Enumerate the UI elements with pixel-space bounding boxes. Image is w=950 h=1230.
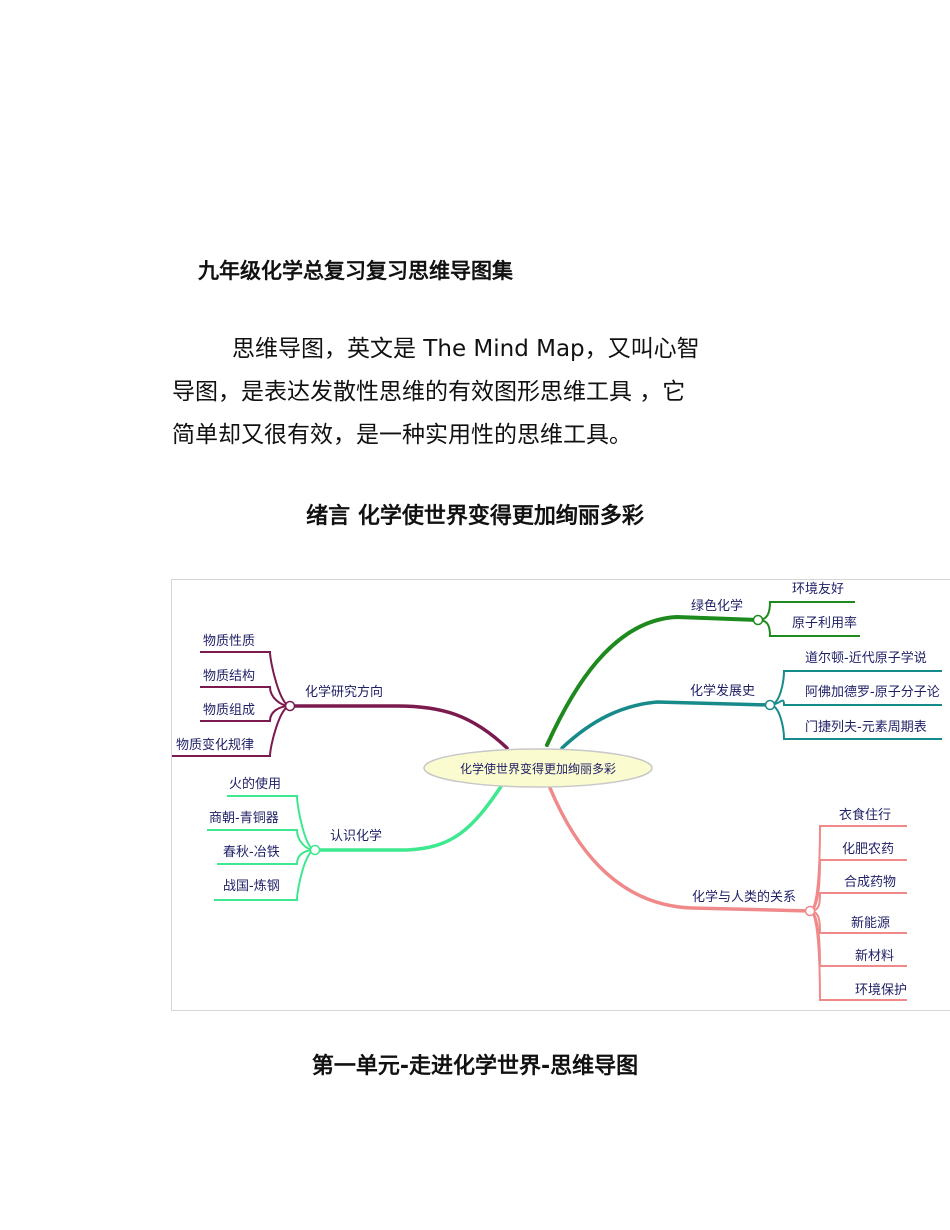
branch-node-circle [752, 614, 764, 626]
leaf-label: 衣食住行 [839, 808, 892, 823]
section-heading-unit-1: 第一单元-走进化学世界-思维导图 [311, 1054, 639, 1079]
mind-map-center-label: 化学使世界变得更加绚丽多彩 [459, 761, 616, 776]
leaf-label: 物质组成 [203, 703, 256, 718]
section-heading-intro: 绪言 化学使世界变得更加绚丽多彩 [306, 504, 644, 529]
leaf-label: 新材料 [855, 949, 895, 964]
mind-map-connectors [172, 601, 942, 1001]
center-node-ellipse [423, 748, 653, 788]
document-title: 九年级化学总复习复习思维导图集 [198, 259, 513, 283]
branch-label-research-direction: 化学研究方向 [305, 685, 384, 700]
leaf-label: 火的使用 [229, 777, 282, 792]
leaf-label: 阿佛加德罗-原子分子论 [805, 685, 940, 700]
intro-line: 简单却又很有效，是一种实用性的思维工具。 [172, 422, 632, 448]
branch-label-human-relations: 化学与人类的关系 [692, 890, 797, 905]
leaf-label: 合成药物 [844, 875, 897, 890]
branch-trunk-human-relations [548, 786, 812, 913]
branch-trunk-green-chemistry [545, 614, 760, 747]
leaf-label: 环境保护 [855, 983, 908, 998]
mind-map: 化学使世界变得更加绚丽多彩 绿色化学 环境友好 原子利用率 化学发展史 道尔顿-… [171, 579, 950, 1011]
leaf-label: 物质结构 [203, 669, 256, 684]
leaf-connector [809, 825, 907, 912]
branch-label-knowing-chemistry: 认识化学 [330, 829, 383, 844]
intro-line: 导图，是表达发散性思维的有效图形思维工具 ，它 [172, 379, 686, 405]
leaf-label: 春秋-冶铁 [223, 845, 280, 860]
leaf-label: 环境友好 [792, 582, 845, 597]
branch-trunk-research-direction [288, 704, 509, 750]
branch-label-green-chemistry: 绿色化学 [691, 599, 744, 614]
leaf-connector [769, 699, 942, 706]
branch-node-circle [309, 844, 321, 856]
leaf-label: 道尔顿-近代原子学说 [805, 651, 927, 666]
leaf-label: 化肥农药 [842, 842, 895, 857]
leaf-label: 物质变化规律 [176, 738, 255, 753]
leaf-label: 物质性质 [203, 634, 256, 649]
leaf-label: 商朝-青铜器 [209, 811, 279, 826]
branch-trunk-knowing-chemistry [313, 783, 504, 852]
branch-trunk-history [560, 700, 772, 750]
leaf-label: 战国-炼钢 [223, 879, 280, 894]
branch-node-circle [284, 700, 296, 712]
branch-node-circle [764, 699, 776, 711]
leaf-connector [809, 892, 907, 912]
branch-label-history: 化学发展史 [690, 684, 756, 699]
intro-line: 思维导图，英文是 The Mind Map，又叫心智 [232, 336, 700, 362]
branch-node-circle [804, 905, 816, 917]
leaf-label: 原子利用率 [792, 616, 858, 631]
intro-paragraph: 思维导图，英文是 The Mind Map，又叫心智 导图，是表达发散性思维的有… [172, 328, 772, 457]
leaf-label: 门捷列夫-元素周期表 [805, 720, 927, 735]
leaf-label: 新能源 [851, 916, 891, 931]
